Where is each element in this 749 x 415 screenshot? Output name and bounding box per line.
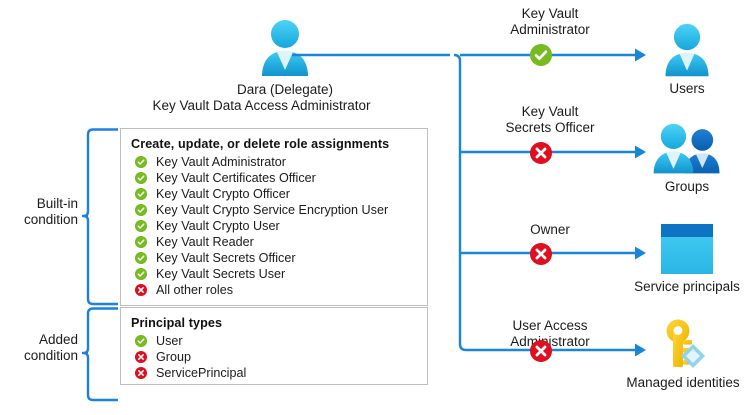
builtin-condition-item: Key Vault Secrets User xyxy=(135,266,427,282)
target-label-groups: Groups xyxy=(664,179,710,194)
builtin-condition-item-label: All other roles xyxy=(156,283,233,297)
builtin-condition-item: Key Vault Crypto User xyxy=(135,218,427,234)
builtin-condition-box: Create, update, or delete role assignmen… xyxy=(120,128,428,306)
builtin-condition-item: Key Vault Administrator xyxy=(135,154,427,170)
builtin-condition-item-label: Key Vault Secrets Officer xyxy=(156,251,296,265)
status-icon-cross xyxy=(530,340,552,362)
status-icon-check xyxy=(135,220,147,232)
status-icon-cross xyxy=(530,243,552,265)
status-icon-cross xyxy=(135,351,147,363)
brace-added-condition xyxy=(82,307,119,402)
builtin-condition-item: Key Vault Crypto Service Encryption User xyxy=(135,202,427,218)
status-icon-check xyxy=(135,204,147,216)
builtin-condition-item: Key Vault Crypto Officer xyxy=(135,186,427,202)
builtin-condition-item-label: Key Vault Reader xyxy=(156,235,254,249)
status-icon-cross xyxy=(135,284,147,296)
branch-label-1: Key Vault Secrets Officer xyxy=(505,104,595,135)
target-label-managed-identities: Managed identities xyxy=(626,375,740,390)
delegate-block: Dara (Delegate) Key Vault Data Access Ad… xyxy=(152,18,375,114)
builtin-condition-item-label: Key Vault Certificates Officer xyxy=(156,171,316,185)
status-icon-cross xyxy=(135,367,147,379)
added-condition-item: User xyxy=(135,333,427,349)
target-label-users: Users xyxy=(669,81,705,96)
added-condition-title: Principal types xyxy=(131,316,223,330)
branch-status-badge-1 xyxy=(530,142,552,169)
delegate-name: Dara (Delegate) xyxy=(236,82,334,97)
branch-status-badge-2 xyxy=(530,243,552,270)
target-users: Users xyxy=(625,22,749,96)
target-groups: Groups xyxy=(625,120,749,194)
status-icon-cross xyxy=(530,142,552,164)
status-icon-check xyxy=(135,172,147,184)
users-icon xyxy=(625,22,749,80)
builtin-condition-item-label: Key Vault Crypto User xyxy=(156,219,280,233)
status-icon-check xyxy=(135,236,147,248)
builtin-condition-item-label: Key Vault Crypto Officer xyxy=(156,187,290,201)
status-icon-check xyxy=(135,268,147,280)
status-icon-check xyxy=(530,44,552,66)
builtin-condition-item: Key Vault Reader xyxy=(135,234,427,250)
user-icon xyxy=(195,18,375,80)
brace-builtin-condition xyxy=(82,128,119,306)
status-icon-check xyxy=(135,335,147,347)
status-icon-check xyxy=(135,188,147,200)
branch-label-2: Owner xyxy=(530,222,570,237)
builtin-condition-item-label: Key Vault Crypto Service Encryption User xyxy=(156,203,389,217)
brace-label-added: Added condition xyxy=(23,332,78,363)
branch-status-badge-3 xyxy=(530,340,552,367)
builtin-condition-item: Key Vault Certificates Officer xyxy=(135,170,427,186)
status-icon-check xyxy=(135,252,147,264)
target-managed-identities: Managed identities xyxy=(617,318,749,390)
delegate-caption: Dara (Delegate) Key Vault Data Access Ad… xyxy=(152,82,375,114)
added-condition-item: ServicePrincipal xyxy=(135,365,427,381)
added-condition-item: Group xyxy=(135,349,427,365)
builtin-condition-item-label: Key Vault Administrator xyxy=(156,155,286,169)
branch-label-0: Key Vault Administrator xyxy=(510,6,590,37)
builtin-condition-title: Create, update, or delete role assignmen… xyxy=(131,137,390,151)
target-service-principals: Service principals xyxy=(625,222,749,294)
brace-label-builtin: Built-in condition xyxy=(23,196,78,227)
delegate-role: Key Vault Data Access Administrator xyxy=(152,98,371,113)
added-condition-item-label: User xyxy=(156,334,183,348)
builtin-condition-item: All other roles xyxy=(135,282,427,298)
builtin-condition-item-label: Key Vault Secrets User xyxy=(156,267,286,281)
added-condition-item-label: ServicePrincipal xyxy=(156,366,247,380)
key-icon xyxy=(617,318,749,374)
added-condition-item-label: Group xyxy=(156,350,192,364)
groups-icon xyxy=(625,120,749,178)
status-icon-check xyxy=(135,156,147,168)
builtin-condition-item: Key Vault Secrets Officer xyxy=(135,250,427,266)
branch-status-badge-0 xyxy=(530,44,552,71)
target-label-service-principals: Service principals xyxy=(634,279,740,294)
service-principal-icon xyxy=(625,222,749,278)
